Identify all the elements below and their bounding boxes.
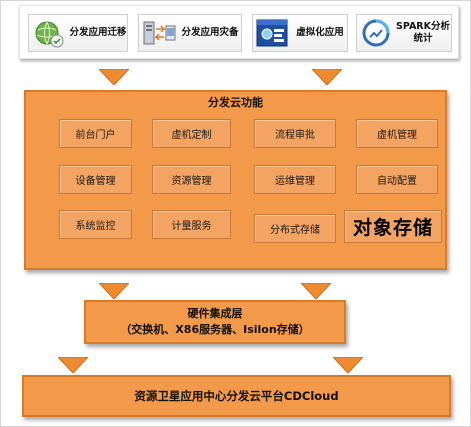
- hardware-layer: 硬件集成层 （交换机、X86服务器、Isilon存储）: [84, 300, 346, 344]
- app-label: SPARK分析 统计: [396, 21, 450, 44]
- function-cell: 资源管理: [152, 165, 231, 194]
- function-cell: 前台门户: [59, 119, 132, 148]
- function-cell: 自动配置: [356, 165, 438, 194]
- function-cell-highlight: 对象存储: [344, 210, 442, 243]
- function-cell: 分布式存储: [254, 214, 336, 243]
- platform-layer: 资源卫星应用中心分发云平台CDCloud: [22, 375, 451, 417]
- app-tile-spark: SPARK分析 统计: [356, 14, 452, 52]
- hardware-title: 硬件集成层: [187, 307, 243, 320]
- app-tile-backup: 分发应用灾备: [138, 14, 242, 52]
- server-backup-icon: [143, 21, 176, 45]
- app-label: 分发应用迁移: [69, 27, 127, 38]
- app-tile-migration: 分发应用迁移: [28, 14, 128, 52]
- migration-globe-icon: [35, 21, 64, 48]
- down-arrow-icon: [301, 283, 331, 299]
- analytics-circle-icon: [362, 19, 390, 47]
- platform-title: 资源卫星应用中心分发云平台CDCloud: [134, 389, 339, 403]
- panel-title: 分发云功能: [208, 96, 263, 109]
- hardware-subtitle: （交换机、X86服务器、Isilon存储）: [120, 323, 310, 336]
- down-arrow-icon: [99, 69, 129, 85]
- down-arrow-icon: [99, 283, 129, 299]
- function-cell: 虚机定制: [152, 119, 231, 148]
- function-cell: 系统监控: [59, 210, 132, 239]
- cloud-function-panel: 分发云功能 前台门户 虚机定制 流程审批 虚机管理 设备管理 资源管理 运维管理…: [24, 90, 447, 270]
- function-cell: 运维管理: [254, 165, 336, 194]
- virtual-app-window-icon: [256, 19, 288, 47]
- down-arrow-icon: [312, 69, 342, 85]
- app-label: 分发应用灾备: [181, 27, 239, 38]
- function-cell: 设备管理: [59, 165, 132, 194]
- down-arrow-icon: [58, 357, 88, 373]
- function-cell: 计量服务: [152, 210, 231, 239]
- app-label: 虚拟化应用: [296, 27, 344, 38]
- app-tile-virtualization: 虚拟化应用: [252, 14, 348, 52]
- function-cell: 流程审批: [254, 119, 336, 148]
- application-strip: 分发应用迁移 分发应用灾备 虚拟化应用: [19, 5, 459, 59]
- down-arrow-icon: [333, 357, 363, 373]
- function-cell: 虚机管理: [356, 119, 438, 148]
